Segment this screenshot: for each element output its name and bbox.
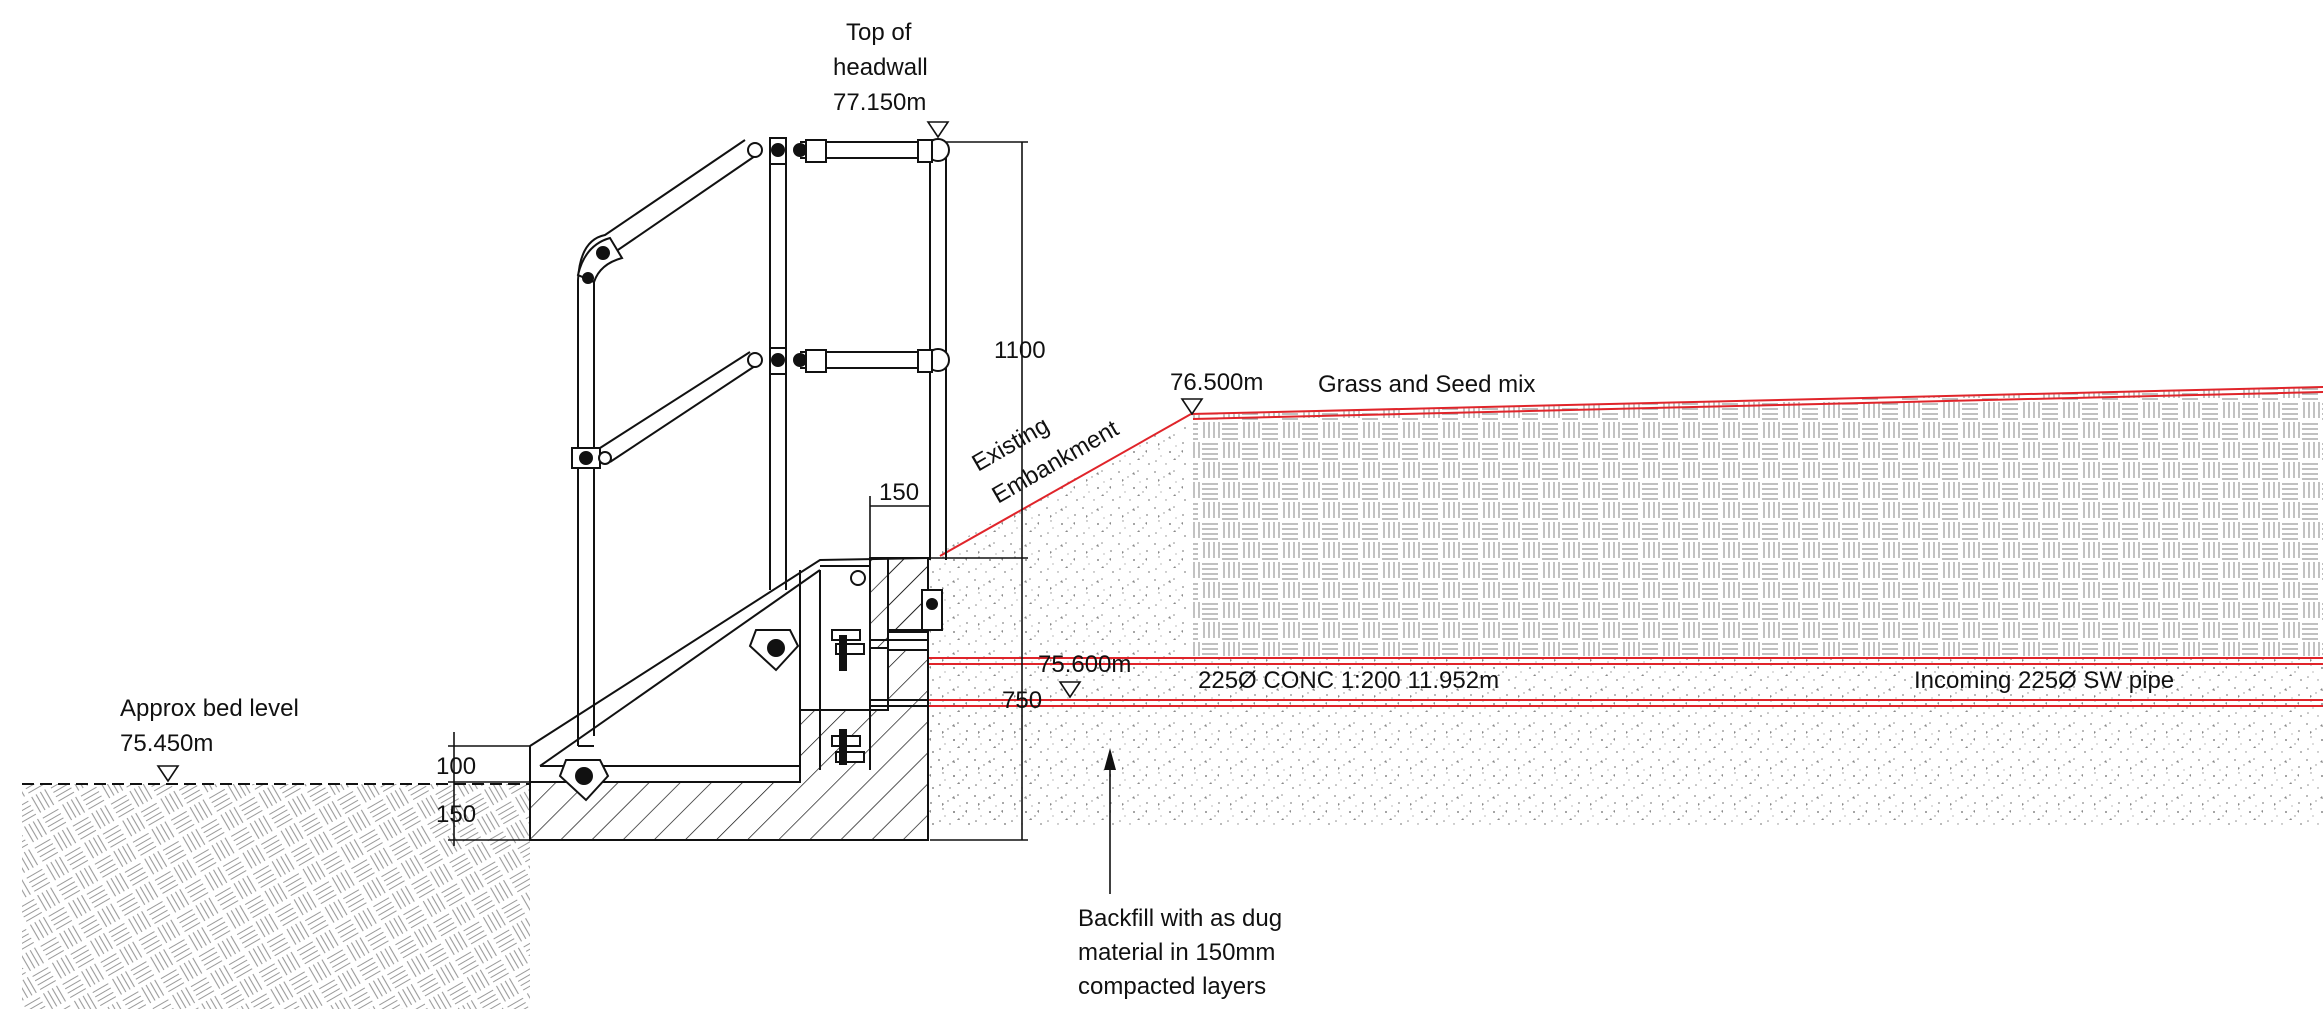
- label-top-of-headwall-level: 77.150m: [833, 89, 926, 116]
- label-dim-100: 100: [436, 753, 476, 780]
- label-grass-seed: Grass and Seed mix: [1318, 371, 1535, 398]
- topsoil-zone: [1193, 387, 2323, 656]
- label-dim-1100: 1100: [994, 337, 1046, 364]
- level-marker-embankment: [1180, 398, 1204, 416]
- backfill-lower: [928, 700, 2323, 826]
- level-markers: [156, 121, 1204, 783]
- embankment-profile: [939, 386, 2323, 557]
- label-backfill-3: compacted layers: [1078, 973, 1266, 1000]
- label-backfill-1: Backfill with as dug: [1078, 905, 1282, 932]
- label-pipe-spec: 225Ø CONC 1:200 11.952m: [1198, 667, 1499, 694]
- label-pipe-invert-level: 75.600m: [1038, 651, 1131, 678]
- label-dim-750: 750: [1002, 687, 1042, 714]
- dimension-lines: [448, 141, 1111, 894]
- backfill-arrow-head: [1104, 748, 1116, 770]
- headwall-structure: [529, 557, 929, 841]
- label-incoming-pipe: Incoming 225Ø SW pipe: [1914, 667, 2174, 694]
- handrail-fittings: [558, 137, 950, 802]
- label-backfill-2: material in 150mm: [1078, 939, 1275, 966]
- label-top-of-headwall-2: headwall: [833, 54, 928, 81]
- label-bed-level-1: Approx bed level: [120, 695, 299, 722]
- label-dim-150-bottom: 150: [436, 801, 476, 828]
- level-marker-pipe: [1058, 681, 1082, 699]
- level-marker-bed: [156, 765, 180, 783]
- level-marker-top: [926, 121, 950, 139]
- label-dim-150-top: 150: [879, 479, 919, 506]
- label-top-of-headwall-1: Top of: [846, 19, 912, 46]
- incoming-pipe-lines: [928, 657, 2323, 707]
- label-embankment-level: 76.500m: [1170, 369, 1263, 396]
- label-bed-level-value: 75.450m: [120, 730, 213, 757]
- natural-ground-left: [22, 784, 530, 1009]
